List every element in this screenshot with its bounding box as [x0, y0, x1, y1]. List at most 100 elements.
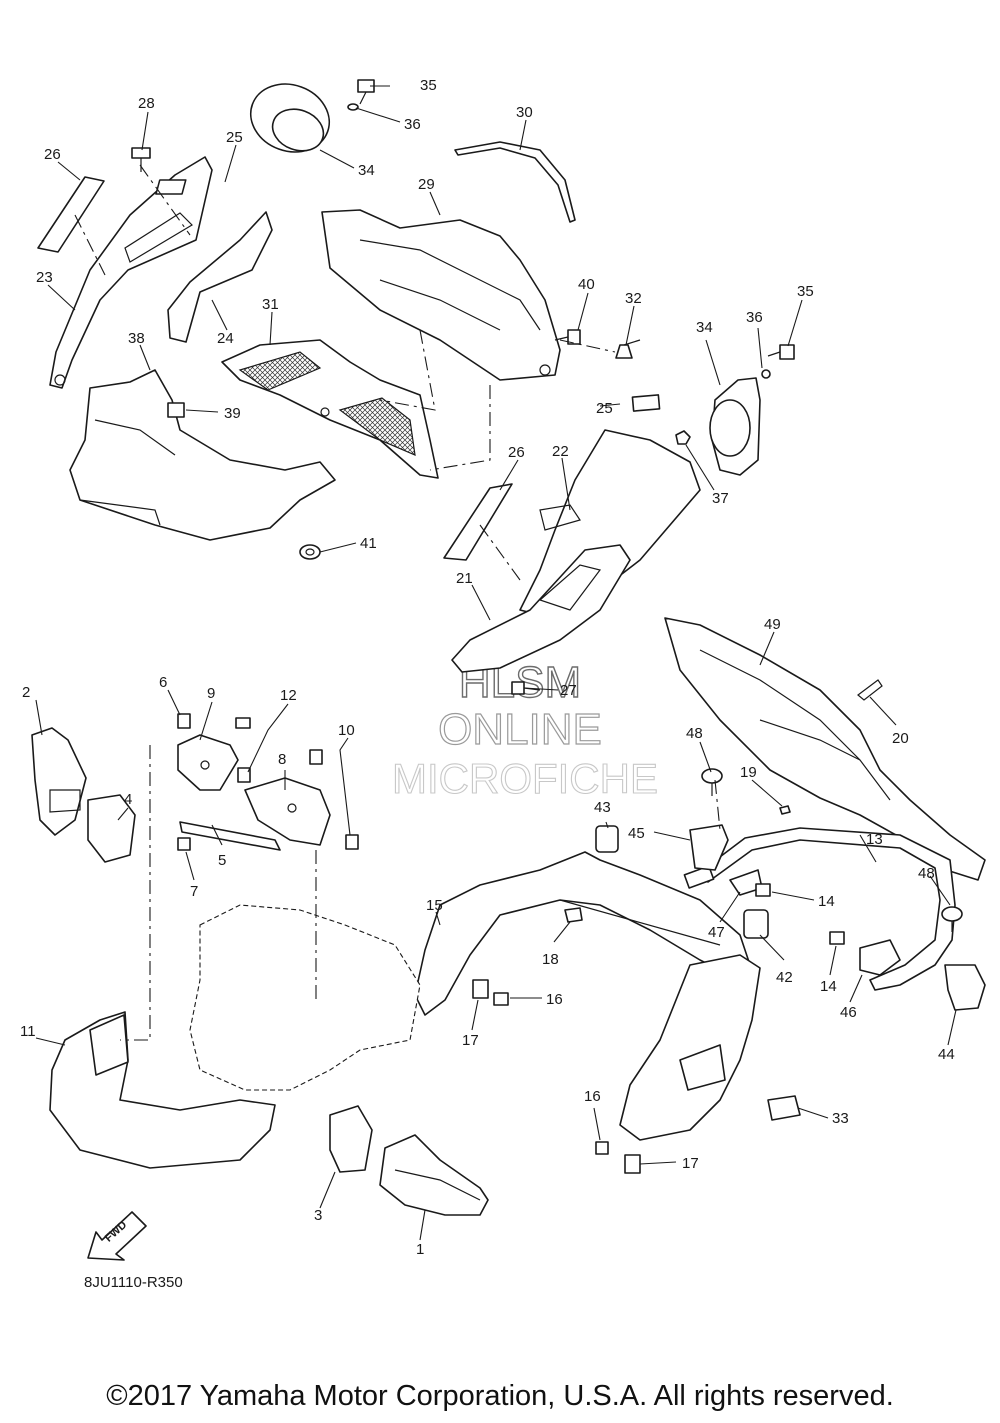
- callout-13: 13: [866, 831, 883, 848]
- callout-11: 11: [20, 1023, 36, 1040]
- callout-26a: 26: [44, 146, 61, 163]
- part-9-stay: [177, 734, 239, 791]
- callout-32: 32: [625, 290, 642, 307]
- callout-5: 5: [218, 852, 226, 869]
- leader-lines: [35, 85, 957, 1241]
- part-11-lower-front-cover: [49, 1011, 276, 1169]
- callout-2: 2: [22, 684, 30, 701]
- callout-6: 6: [159, 674, 167, 691]
- part-17-nut-upper: [472, 979, 489, 999]
- part-10-bolt-lower: [345, 834, 359, 850]
- callout-28: 28: [138, 95, 155, 112]
- callout-14a: 14: [818, 893, 835, 910]
- part-18-clip: [564, 907, 583, 923]
- part-49-side-cover-right: [664, 617, 986, 881]
- callout-43: 43: [594, 799, 611, 816]
- callout-36b: 36: [746, 309, 763, 326]
- callout-34b: 34: [696, 319, 713, 336]
- part-44-bracket: [944, 964, 986, 1011]
- callout-29: 29: [418, 176, 435, 193]
- part-33-side-panel: [619, 954, 761, 1141]
- part-43-grommet: [595, 825, 619, 853]
- callout-34a: 34: [358, 162, 375, 179]
- callout-4: 4: [124, 791, 132, 808]
- callout-1: 1: [416, 1241, 424, 1258]
- callout-9: 9: [207, 685, 215, 702]
- callout-38: 38: [128, 330, 145, 347]
- part-5-stay-rod: [179, 821, 281, 851]
- part-31-mesh-panel: [221, 339, 439, 479]
- callout-46: 46: [840, 1004, 857, 1021]
- watermark-line-3: MICROFICHE: [392, 755, 658, 802]
- part-12-bolt-upper: [235, 717, 251, 729]
- watermark: HLSM ONLINE MICROFICHE: [391, 657, 658, 802]
- part-34-ring-top: [249, 83, 331, 153]
- callout-17a: 17: [462, 1032, 479, 1049]
- part-16-bolt-upper: [493, 992, 509, 1006]
- part-34-ring-right: [709, 377, 761, 476]
- part-4-cover-small: [87, 794, 136, 863]
- diagram-code: 8JU1110-R350: [84, 1274, 183, 1291]
- part-12-bolt-lower: [237, 767, 251, 783]
- callout-24: 24: [217, 330, 234, 347]
- callout-21: 21: [456, 570, 473, 587]
- callout-16b: 16: [584, 1088, 601, 1105]
- callout-25b: 25: [596, 400, 613, 417]
- part-19-grommet: [779, 805, 791, 815]
- part-3-bracket: [329, 1105, 373, 1173]
- part-17-nut-lower: [624, 1154, 641, 1174]
- part-37-nut: [675, 430, 691, 445]
- callout-3: 3: [314, 1207, 322, 1224]
- callout-42: 42: [776, 969, 793, 986]
- callout-numbers: 1 2 3 4 5 6 7 8 9 10 11 12 13 14 14 15 1…: [20, 77, 955, 1258]
- callout-18: 18: [542, 951, 559, 968]
- part-10-bolt-upper: [309, 749, 323, 765]
- callout-8: 8: [278, 751, 286, 768]
- callout-19: 19: [740, 764, 757, 781]
- copyright-notice: ©2017 Yamaha Motor Corporation, U.S.A. A…: [106, 1380, 894, 1412]
- callout-47: 47: [708, 924, 725, 941]
- part-15-inner-frame: [414, 851, 751, 1016]
- part-39-clip: [167, 402, 185, 418]
- reference-frame: [189, 904, 421, 1091]
- part-33-sticker: [767, 1095, 801, 1121]
- part-28-bolt: [131, 147, 151, 172]
- part-20-rivet: [857, 679, 883, 701]
- callout-40: 40: [578, 276, 595, 293]
- part-24-cover: [167, 211, 273, 343]
- callout-20: 20: [892, 730, 909, 747]
- callout-15: 15: [426, 897, 443, 914]
- part-45-damper: [689, 824, 729, 871]
- part-35-bolt-right: [767, 344, 795, 360]
- callout-41: 41: [360, 535, 377, 552]
- callout-39: 39: [224, 405, 241, 422]
- callout-49: 49: [764, 616, 781, 633]
- part-23-side-cover: [49, 156, 213, 389]
- part-42-grommet: [743, 909, 769, 939]
- part-25-pad-left: [155, 179, 187, 195]
- callout-31: 31: [262, 296, 279, 313]
- alignment-lines: [74, 164, 721, 1041]
- callout-48a: 48: [686, 725, 703, 742]
- callout-12: 12: [280, 687, 297, 704]
- part-29-inner-panel: [321, 209, 561, 381]
- part-14-bolt-bottom: [829, 931, 845, 945]
- part-2-cover: [31, 727, 87, 836]
- callout-33: 33: [832, 1110, 849, 1127]
- callout-7: 7: [190, 883, 198, 900]
- part-21-lower-cover: [451, 544, 631, 673]
- part-48-clip-top: [701, 768, 723, 796]
- part-25-pad-right: [631, 394, 661, 412]
- part-1-cover: [379, 1134, 489, 1216]
- part-46-bracket: [859, 939, 901, 976]
- part-40-bolt: [554, 329, 581, 345]
- callout-45: 45: [628, 825, 645, 842]
- part-30-trim-strip: [454, 141, 576, 223]
- part-38-air-duct: [69, 369, 336, 541]
- callout-30: 30: [516, 104, 533, 121]
- callout-36a: 36: [404, 116, 421, 133]
- callout-48b: 48: [918, 865, 935, 882]
- part-36-washer-right: [761, 369, 771, 379]
- callout-17b: 17: [682, 1155, 699, 1172]
